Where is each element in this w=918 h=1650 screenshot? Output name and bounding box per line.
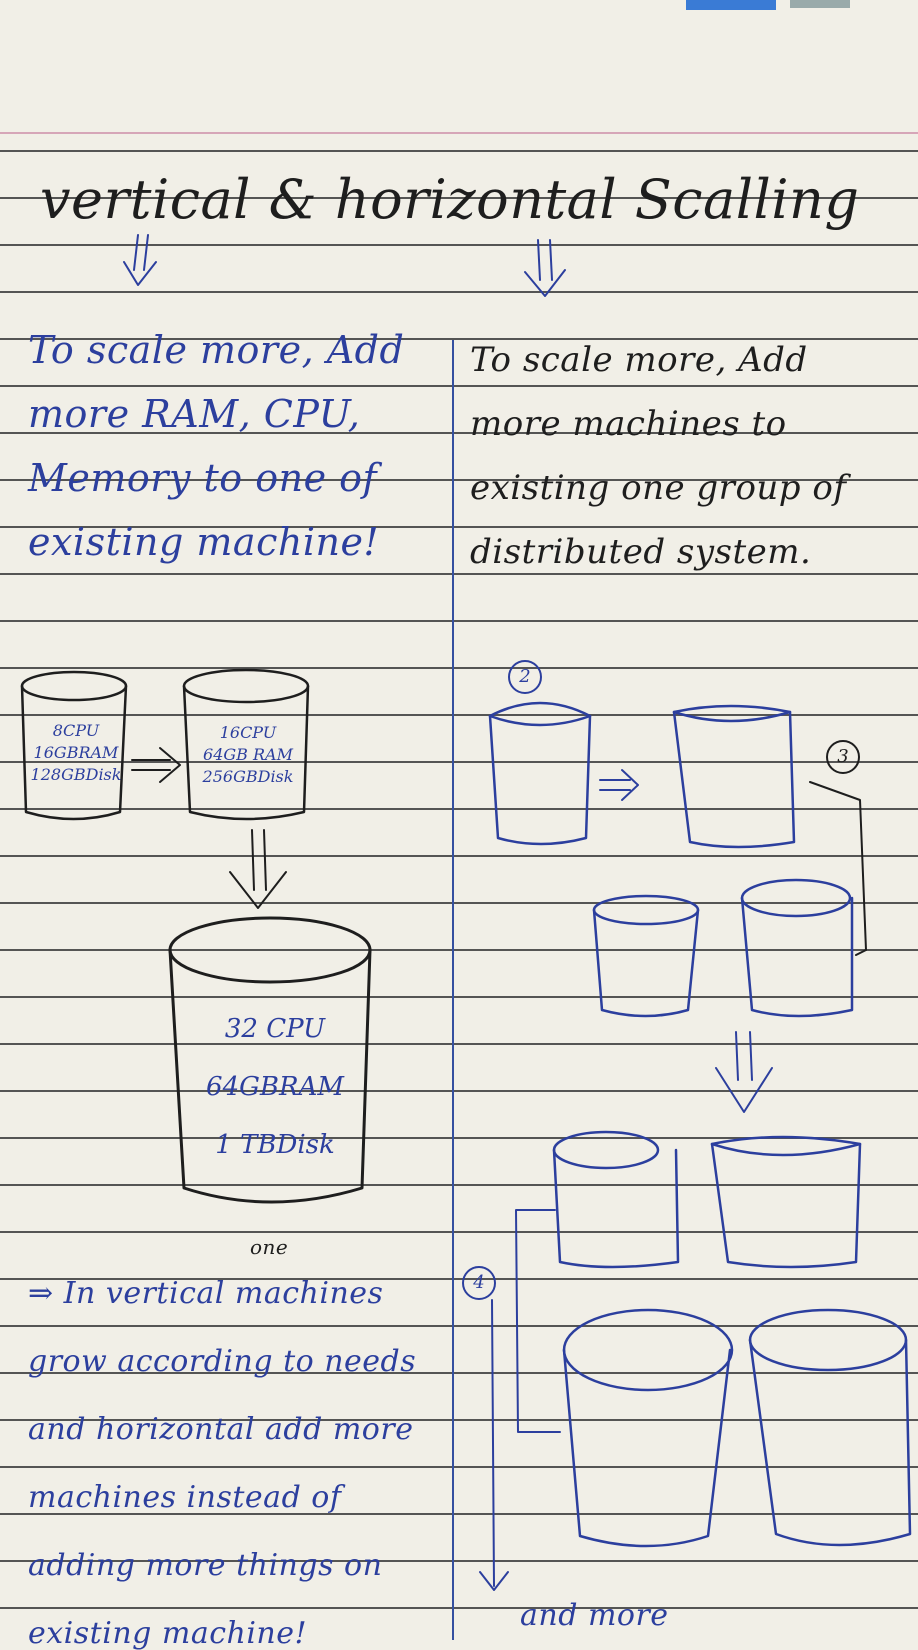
step-number-2: 2 <box>508 660 542 694</box>
ruled-line <box>0 1607 918 1609</box>
machine-3-cylinder <box>168 916 372 1204</box>
horizontal-machine-h <box>748 1308 912 1547</box>
machine-2-disk: 256GBDisk <box>202 767 294 786</box>
bracket-step-3 <box>809 781 867 956</box>
ruled-line <box>0 949 918 951</box>
horizontal-machine-g <box>562 1308 734 1548</box>
margin-line <box>0 132 918 134</box>
machine-2-label: 16CPU 64GB RAM 256GBDisk <box>190 722 306 788</box>
machine-3-ram: 64GBRAM <box>206 1072 344 1102</box>
column-divider <box>452 340 454 1640</box>
arrow-right-2 <box>599 769 639 801</box>
horizontal-machine-c <box>592 894 700 1018</box>
ruled-line <box>0 996 918 998</box>
page-title: vertical & horizontal Scalling <box>40 168 860 231</box>
machine-1-cylinder <box>20 670 128 821</box>
ruled-line <box>0 479 918 481</box>
top-tab <box>686 0 776 10</box>
horizontal-machine-f <box>710 1135 862 1269</box>
horizontal-machine-d <box>740 878 854 1018</box>
horizontal-machine-b <box>672 704 796 849</box>
ruled-line <box>0 1278 918 1280</box>
summary-text: ⇒ In vertical machines grow according to… <box>28 1276 417 1650</box>
ruled-line <box>0 1560 918 1562</box>
ruled-line <box>0 432 918 434</box>
ruled-line <box>0 244 918 246</box>
ruled-line <box>0 1513 918 1515</box>
machine-3-cpu: 32 CPU <box>224 1014 326 1044</box>
machine-1-cpu: 8CPU <box>52 721 100 740</box>
ruled-line <box>0 714 918 716</box>
ruled-line <box>0 620 918 622</box>
ruled-line <box>0 1372 918 1374</box>
ruled-line <box>0 1231 918 1233</box>
ruled-line <box>0 1137 918 1139</box>
ruled-line <box>0 1419 918 1421</box>
machine-1-label: 8CPU 16GBRAM 128GBDisk <box>28 720 124 786</box>
down-arrow-right <box>524 239 566 297</box>
horizontal-machine-a <box>488 701 592 846</box>
machine-2-cpu: 16CPU <box>219 723 277 742</box>
arrow-right-1 <box>131 747 181 783</box>
vertical-description: To scale more, Add more RAM, CPU, Memory… <box>28 328 405 564</box>
ruled-line <box>0 291 918 293</box>
ruled-line <box>0 526 918 528</box>
machine-1-disk: 128GBDisk <box>30 765 122 784</box>
machine-3-label: 32 CPU 64GBRAM 1 TBDisk <box>190 1000 360 1174</box>
down-arrow-horizontal <box>715 1031 773 1113</box>
horizontal-description: To scale more, Add more machines to exis… <box>470 340 847 572</box>
ruled-line <box>0 1184 918 1186</box>
ruled-line <box>0 338 918 340</box>
ruled-line <box>0 855 918 857</box>
ruled-line <box>0 573 918 575</box>
ruled-line <box>0 761 918 763</box>
machine-1-ram: 16GBRAM <box>33 743 119 762</box>
ruled-line <box>0 1325 918 1327</box>
ruled-line <box>0 1090 918 1092</box>
ruled-line <box>0 808 918 810</box>
ruled-line <box>0 902 918 904</box>
ruled-line <box>0 385 918 387</box>
horizontal-machine-e <box>552 1130 680 1269</box>
summary-inserted-word: one <box>250 1235 289 1259</box>
step-number-3: 3 <box>826 740 860 774</box>
bracket-step-4 <box>515 1209 561 1433</box>
ruled-line <box>0 1043 918 1045</box>
ruled-line <box>0 667 918 669</box>
ruled-line <box>0 150 918 152</box>
long-arrow-down <box>479 1299 509 1591</box>
machine-2-ram: 64GB RAM <box>203 745 293 764</box>
machine-3-disk: 1 TBDisk <box>215 1130 335 1160</box>
top-tab-secondary <box>790 0 850 8</box>
machine-2-cylinder <box>182 668 310 821</box>
ruled-line <box>0 1466 918 1468</box>
step-number-4: 4 <box>462 1266 496 1300</box>
ruled-line <box>0 197 918 199</box>
and-more-label: and more <box>520 1598 669 1633</box>
down-arrow-vertical <box>229 829 287 909</box>
down-arrow-left <box>123 234 157 286</box>
